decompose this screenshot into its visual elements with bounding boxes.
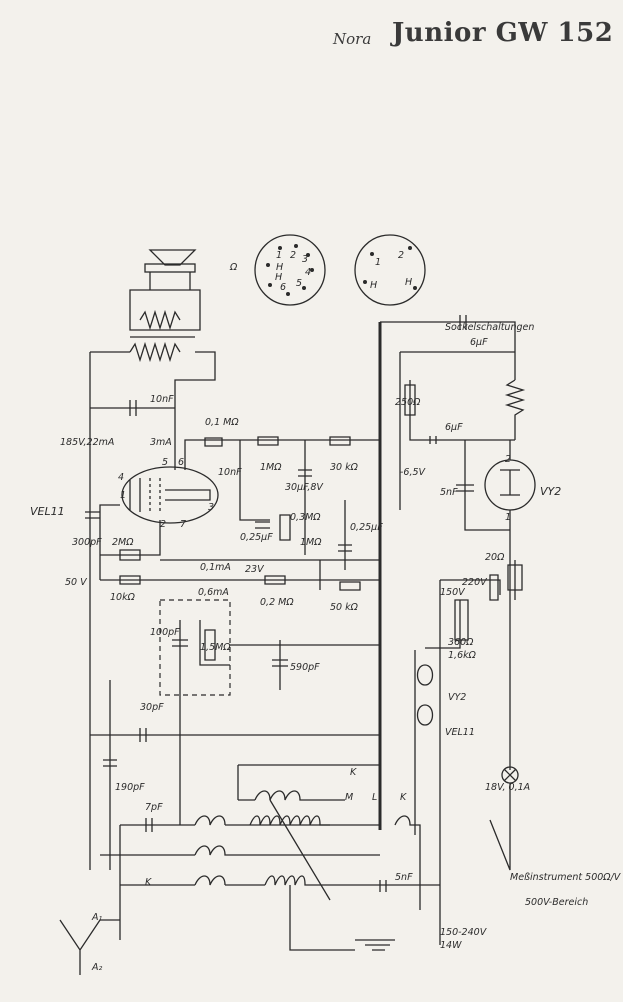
label-r15m: 1,5MΩ [200, 642, 231, 653]
label-r03m: 0,3MΩ [290, 512, 321, 523]
label-tube-vy2-heater: VY2 [448, 692, 466, 703]
component-labels: 10nF 0,1 MΩ 185V,22mA 3mA 10nF 1MΩ 30µF,… [30, 262, 622, 973]
pin-label: 1 [375, 257, 381, 268]
label-r1m-a: 1MΩ [260, 462, 282, 473]
wiring [59, 315, 536, 975]
label-r10k: 10kΩ [110, 592, 136, 603]
output-transformer [129, 289, 201, 363]
label-c5n-r: 5nF [440, 487, 458, 498]
label-socket: Sockelschaltungen [445, 322, 534, 333]
label-v150: 150V [440, 587, 466, 598]
label-r360: 360Ω [448, 637, 474, 648]
label-mains1: 150-240V [440, 927, 488, 938]
label-k2: K [145, 877, 152, 888]
pin-label: 1 [276, 250, 282, 261]
label-r2m: 2MΩ [112, 537, 134, 548]
label-c5n-b: 5nF [395, 872, 413, 883]
label-tube-pin2: 2 [160, 519, 166, 530]
label-a2: A₂ [91, 962, 102, 973]
label-r50k: 50 kΩ [330, 602, 359, 613]
label-i01: 0,1mA [200, 562, 231, 573]
label-tube-pin5: 5 [162, 457, 168, 468]
pin-label: H [405, 277, 412, 288]
socket-diagram-vy2 [354, 234, 426, 306]
label-r250: 250Ω [395, 397, 421, 408]
label-rect-pin1: 1 [505, 512, 511, 523]
label-v18: 18V, 0,1A [485, 782, 530, 793]
model-title: Junior GW 152 [392, 18, 614, 48]
label-c6u-mid: 6µF [445, 422, 463, 433]
label-i3: 3mA [150, 437, 172, 448]
pin-label: H [370, 280, 377, 291]
label-r16k: 1,6kΩ [448, 650, 477, 661]
label-tube-pin3: 3 [208, 502, 214, 513]
pin-label: H [275, 272, 282, 283]
label-v23: 23V [245, 564, 265, 575]
label-m: M [345, 792, 353, 803]
label-v220: 220V [462, 577, 488, 588]
socket-diagram-vel11 [254, 234, 326, 306]
label-pin-symbol: Ω [229, 262, 238, 273]
label-v65: -6,5V [400, 467, 427, 478]
label-i06: 0,6mA [198, 587, 229, 598]
brand-label: Nora [333, 30, 372, 48]
label-a1: A₁ [91, 912, 102, 923]
label-tube-pin1: 1 [120, 490, 126, 501]
label-k1: K [350, 767, 357, 778]
label-c10n2: 10nF [218, 467, 242, 478]
label-c025b: 0,25µF [350, 522, 383, 533]
label-tube-vy2: VY2 [540, 485, 561, 498]
label-r20: 20Ω [485, 552, 505, 563]
label-c10n: 10nF [150, 394, 174, 405]
label-c30u: 30µF,8V [285, 482, 324, 493]
pin-label: 5 [296, 278, 302, 289]
label-v185: 185V,22mA [60, 437, 114, 448]
label-r30k: 30 kΩ [330, 462, 359, 473]
label-c190p: 190pF [115, 782, 145, 793]
label-tube-vel11: VEL11 [30, 505, 65, 518]
label-c6u-top: 6µF [470, 337, 488, 348]
pin-label: 2 [290, 250, 296, 261]
label-r02m: 0,2 MΩ [260, 597, 294, 608]
label-tube-pin6: 6 [178, 457, 184, 468]
pin-label: H [276, 262, 283, 273]
label-tube-pin4: 4 [118, 472, 124, 483]
label-c30p: 30pF [140, 702, 164, 713]
label-l: L [372, 792, 377, 803]
pin-label: 3 [302, 254, 308, 265]
label-c025a: 0,25µF [240, 532, 273, 543]
label-c590p: 590pF [290, 662, 320, 673]
label-c7p: 7pF [145, 802, 163, 813]
label-c300p: 300pF [72, 537, 102, 548]
pin-label: 2 [398, 250, 404, 261]
label-meter1: Meßinstrument 500Ω/V [510, 872, 622, 883]
label-mains2: 14W [440, 940, 462, 951]
pin-label: 4 [305, 267, 311, 278]
label-rect-pin2: 2 [505, 454, 511, 465]
pin-label: 6 [280, 282, 286, 293]
label-meter2: 500V-Bereich [525, 897, 588, 908]
label-tube-vel11-heater: VEL11 [445, 727, 475, 738]
label-k3: K [400, 792, 407, 803]
label-r1m-b: 1MΩ [300, 537, 322, 548]
label-c100p: 100pF [150, 627, 180, 638]
label-tube-pin7: 7 [180, 519, 186, 530]
label-r01m: 0,1 MΩ [205, 417, 239, 428]
loudspeaker-icon [144, 249, 197, 290]
label-v50: 50 V [65, 577, 88, 588]
socket-pin-labels: 1 2 3 4 5 6 H H 1 2 H H [275, 250, 412, 293]
